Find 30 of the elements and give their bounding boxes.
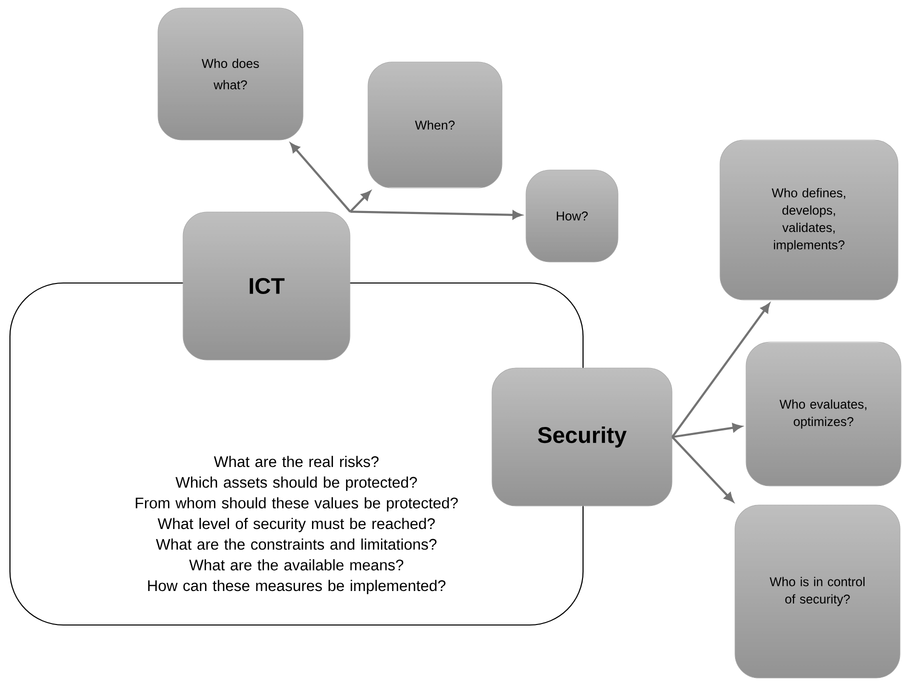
arrow — [350, 210, 522, 220]
topic-box — [734, 504, 900, 678]
arrow — [349, 190, 371, 212]
node-label: What are the constraints and limitations? — [156, 538, 436, 550]
box-label: ICT — [250, 278, 285, 294]
arrow — [672, 423, 742, 438]
topic-box — [368, 62, 502, 188]
box-label: Who defines, develops, validates, implements? — [772, 188, 846, 252]
node-label: From whom should these values be protected? — [136, 497, 458, 512]
node-label: What level of security must be reached? — [158, 518, 435, 532]
topic-box — [526, 170, 618, 262]
arrow — [671, 303, 770, 438]
node-label: How can these measures be implemented? — [148, 580, 446, 594]
arrow — [290, 143, 352, 212]
box-label: Who evaluates, optimizes? — [780, 399, 866, 429]
box-label: Who does what? — [202, 58, 259, 90]
question-list: What are the real risks? Which assets should be protected? From whom should these values be protected? What level of security must be reached? What are the constraints and limitations? What are the available means? How can these measures be implemented? — [136, 456, 458, 594]
box-label: When? — [415, 120, 455, 130]
arrow — [672, 436, 734, 502]
node-label: What are the real risks? — [214, 456, 379, 468]
topic-box — [492, 368, 672, 506]
topic-box — [746, 342, 902, 486]
box-label: Security — [538, 426, 627, 448]
node-label: What are the available means? — [189, 559, 404, 570]
topic-box — [720, 140, 898, 300]
topic-box — [182, 212, 350, 360]
box-label: How? — [556, 212, 588, 220]
topic-box — [158, 8, 304, 140]
box-label: Who is in control of security? — [770, 576, 864, 606]
node-label: Which assets should be protected? — [176, 476, 417, 491]
